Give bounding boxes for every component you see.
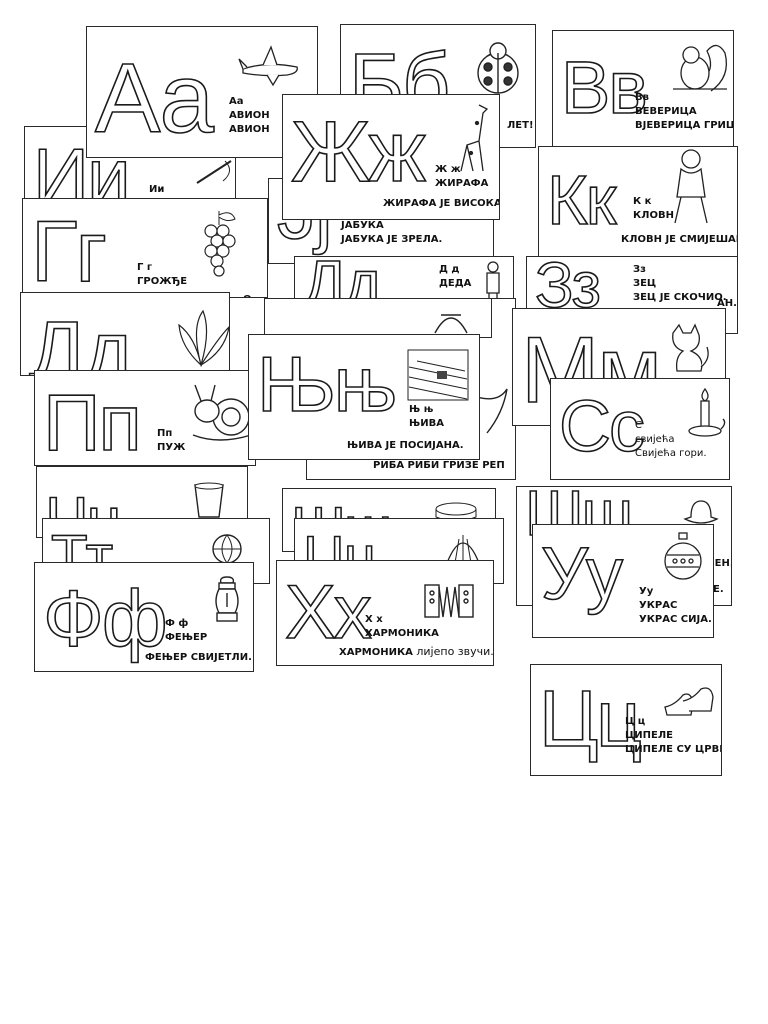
card-letters: Жж (290, 104, 427, 200)
card-letters: Хх (284, 570, 372, 655)
fish-icon (467, 385, 511, 435)
snail-icon (189, 381, 255, 447)
card-sentence: ФЕЊЕР СВИЈЕТЛИ. (145, 652, 252, 663)
card-letters: Пп (42, 378, 142, 466)
card-label: Ии (149, 184, 165, 195)
shoes-icon (661, 681, 719, 723)
hat-icon (681, 497, 721, 527)
card-letters: Дд (28, 304, 134, 376)
card-label-edge-2: Е. (713, 584, 724, 595)
airplane-icon (237, 43, 303, 87)
card-sentence: ЊИВА ЈЕ ПОСИЈАНА. (347, 440, 464, 451)
card-letters: Њњ (256, 340, 398, 428)
card-letters: Цц (538, 674, 643, 763)
needle-icon (195, 157, 235, 187)
cat-icon (665, 323, 713, 375)
card-letters: Гг (30, 204, 108, 298)
card-r-top (264, 298, 492, 338)
card-label-edge: О. (243, 293, 255, 297)
lantern-icon (211, 575, 243, 625)
card-sentence: ЛЕТ! (507, 120, 534, 131)
card-letters: Фф (42, 574, 168, 663)
card-label-edge: ВЕН. (707, 558, 732, 569)
ladybug-icon (473, 39, 523, 95)
card-letters: Аа (94, 43, 215, 153)
card-label-edge: АН. (717, 298, 737, 309)
candle-icon (687, 385, 727, 441)
card-sentence: ХАРМОНИКА лијепо звучи. (339, 645, 494, 658)
leaf-icon (171, 307, 229, 367)
cup-icon (191, 481, 227, 521)
accordion-icon (423, 577, 475, 621)
giraffe-icon (453, 101, 493, 175)
card-letters: Уу (540, 532, 624, 615)
grapes-icon (199, 207, 239, 287)
card-sentence: ЖИРАФА ЈЕ ВИСОКА. (383, 198, 500, 209)
card-sentence: РИБА РИБИ ГРИЗЕ РЕП (373, 460, 505, 471)
squirrel-icon (671, 37, 733, 97)
card-d: Дд (20, 292, 230, 376)
card-letters: Вв (560, 46, 648, 129)
card-sentence: КЛОВН ЈЕ СМИЈЕШАН. (621, 234, 738, 245)
scale-icon (431, 303, 471, 337)
drum-icon (433, 501, 479, 521)
card-letters: Зз (534, 256, 602, 321)
card-letters: Сс (558, 387, 646, 467)
clown-icon (669, 147, 713, 227)
ornament-icon (663, 531, 703, 587)
field-icon (407, 349, 469, 401)
card-letters: Кк (546, 161, 617, 239)
